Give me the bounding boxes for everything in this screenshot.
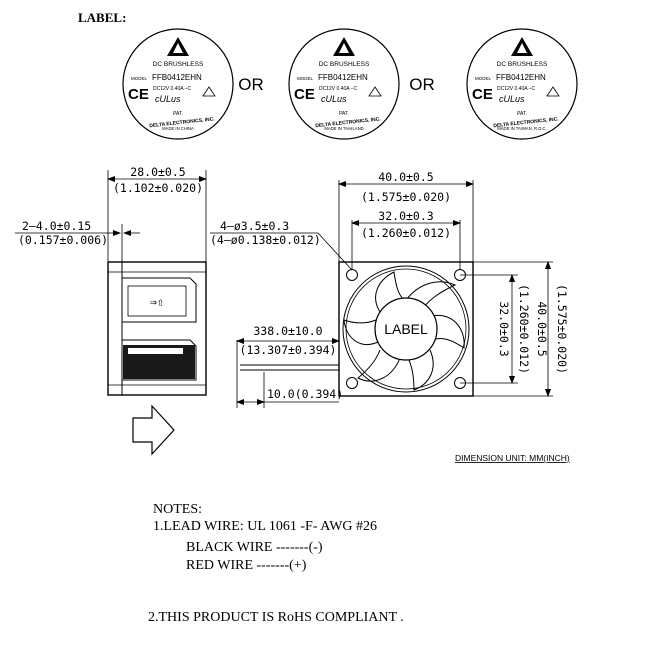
- notes-black-wire: BLACK WIRE -------(-): [186, 540, 323, 555]
- flange-dim-in: (0.157±0.006): [18, 233, 108, 247]
- fan-frame: [338, 261, 474, 397]
- sticker-rating: DC12V 0.40A –C: [153, 86, 191, 92]
- holes-dim-in: (4–ø0.138±0.012): [210, 233, 321, 247]
- sticker-origin: MADE IN CHINA: [162, 126, 194, 131]
- holes-dim: 4–ø3.5±0.3: [220, 219, 289, 233]
- label-sticker-1: DC BRUSHLESS MODEL FFB0412EHN CE DC12V 0…: [122, 28, 234, 140]
- notes-block: NOTES: 1.LEAD WIRE: UL 1061 -F- AWG #26 …: [148, 502, 404, 625]
- notes-title: NOTES:: [153, 502, 202, 517]
- label-sticker-3: DC BRUSHLESS MODEL FFB0412EHN CE DC12V 0…: [466, 28, 578, 140]
- warning-triangle-icon: [202, 86, 216, 97]
- fan-hub: [374, 297, 438, 361]
- fan-label: LABEL: [384, 321, 428, 337]
- airflow-direction-icon: ⇒⇧: [150, 295, 164, 309]
- sticker-model: FFB0412EHN: [152, 73, 202, 82]
- sticker-model-prefix: MODEL: [475, 76, 492, 81]
- fan-blades: [343, 271, 465, 391]
- sticker-pat: PAT.: [173, 111, 183, 117]
- sticker-outline: [122, 28, 234, 140]
- warning-triangle-icon: [368, 86, 382, 97]
- mount-hole-bl: [346, 377, 358, 389]
- or-text-1: OR: [238, 75, 264, 94]
- flange-dim: 2–4.0±0.15: [22, 219, 91, 233]
- sticker-line1: DC BRUSHLESS: [497, 61, 548, 68]
- sticker-model: FFB0412EHN: [318, 73, 368, 82]
- notes-line1: 1.LEAD WIRE: UL 1061 -F- AWG #26: [153, 519, 377, 534]
- or-text-2: OR: [409, 75, 435, 94]
- front-view: 40.0±0.5 (1.575±0.020) 32.0±0.3 (1.260±0…: [210, 170, 569, 408]
- sticker-pat: PAT.: [339, 111, 349, 117]
- dimension-unit: DIMENSION UNIT: MM(INCH): [455, 453, 570, 463]
- depth-dim-in: (1.102±0.020): [113, 181, 203, 195]
- ul-mark-icon: cULus: [321, 94, 347, 104]
- ce-mark-icon: CE: [128, 86, 149, 103]
- height-outer-dim-in: (1.575±0.020): [555, 284, 569, 374]
- width-outer-dim-in: (1.575±0.020): [361, 190, 451, 204]
- side-view: 28.0±0.5 (1.102±0.020) 2–4.0±0.15 (0.157…: [15, 165, 207, 456]
- sticker-pat: PAT.: [517, 111, 527, 117]
- mount-hole-tl: [346, 269, 358, 281]
- airflow-arrow-icon: [132, 404, 175, 456]
- sticker-rating: DC12V 0.40A –C: [497, 86, 535, 92]
- sticker-rating: DC12V 0.40A –C: [319, 86, 357, 92]
- sticker-line1: DC BRUSHLESS: [319, 61, 370, 68]
- sticker-model-prefix: MODEL: [297, 76, 314, 81]
- side-body: [107, 261, 207, 396]
- ce-mark-icon: CE: [472, 86, 493, 103]
- depth-dim: 28.0±0.5: [130, 165, 185, 179]
- sticker-line1: DC BRUSHLESS: [153, 61, 204, 68]
- label-title: LABEL:: [78, 10, 126, 25]
- ul-mark-icon: cULus: [155, 94, 181, 104]
- width-inner-dim-in: (1.260±0.012): [361, 226, 451, 240]
- height-inner-dim: 32.0±0.3: [497, 301, 511, 356]
- sticker-model: FFB0412EHN: [496, 73, 546, 82]
- notes-red-wire: RED WIRE -------(+): [186, 558, 307, 573]
- height-inner-dim-in: (1.260±0.012): [517, 284, 531, 374]
- ce-mark-icon: CE: [294, 86, 315, 103]
- width-outer-dim: 40.0±0.5: [378, 170, 433, 184]
- notes-line2: 2.THIS PRODUCT IS RoHS COMPLIANT .: [148, 610, 404, 625]
- label-sticker-2: DC BRUSHLESS MODEL FFB0412EHN CE DC12V 0…: [288, 28, 400, 140]
- height-outer-dim: 40.0±0.5: [535, 301, 549, 356]
- wire-length-dim-in: (13.307±0.394): [240, 343, 337, 357]
- warning-triangle-icon: [546, 86, 560, 97]
- strip-length-dim: 10.0(0.394): [267, 387, 343, 401]
- width-inner-dim: 32.0±0.3: [378, 209, 433, 223]
- sticker-model-prefix: MODEL: [131, 76, 148, 81]
- hole-leader: [210, 232, 353, 271]
- sticker-origin: MADE IN TAIWAN, R.O.C.: [497, 126, 546, 131]
- wire-length-dim: 338.0±10.0: [253, 324, 322, 338]
- sticker-outline: [288, 28, 400, 140]
- ul-mark-icon: cULus: [499, 94, 525, 104]
- sticker-outline: [466, 28, 578, 140]
- sticker-origin: MADE IN THAILAND: [324, 126, 363, 131]
